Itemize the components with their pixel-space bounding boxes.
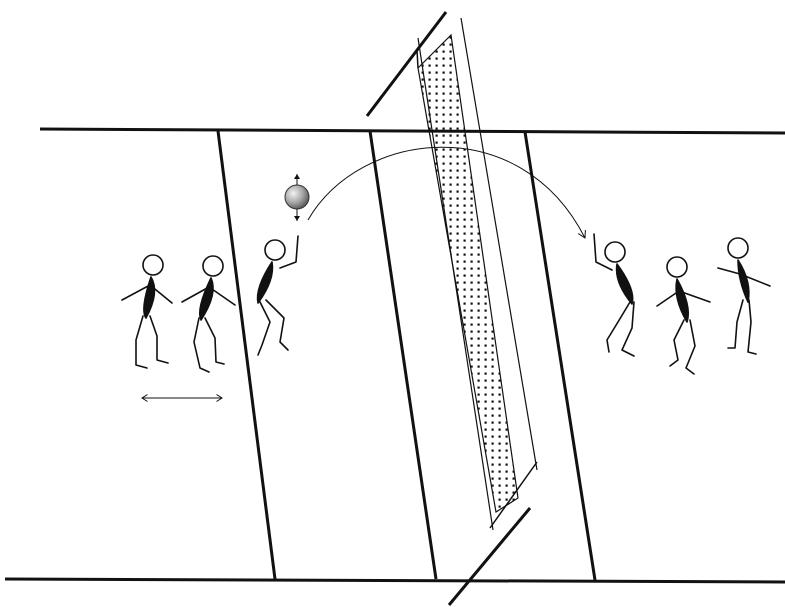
net-post-top	[417, 50, 418, 68]
player-head	[667, 257, 687, 277]
player-torso	[258, 262, 273, 303]
player-head	[143, 255, 163, 275]
court-lines	[218, 131, 595, 580]
court-sidelines	[5, 129, 785, 582]
volleyball	[285, 174, 309, 221]
player-head	[728, 238, 748, 258]
left-attack-line	[218, 131, 275, 579]
player-legs	[258, 300, 288, 355]
volleyball-net	[367, 12, 537, 605]
players	[122, 234, 770, 374]
player-head	[203, 256, 223, 276]
player-torso	[200, 278, 213, 320]
net-mesh	[418, 35, 518, 512]
player-torso	[676, 279, 688, 322]
player-legs	[194, 318, 224, 372]
right-player-3	[718, 238, 770, 354]
right-player-1	[594, 234, 634, 356]
right-attack-line	[525, 132, 595, 580]
right-player-2	[657, 257, 710, 374]
left-back-player-2	[182, 256, 235, 372]
net-bottom-post	[449, 508, 530, 605]
player-legs	[728, 300, 756, 354]
left-setter-player	[258, 236, 298, 355]
left-back-player-1	[122, 255, 172, 368]
left-center-line	[370, 131, 436, 579]
player-legs	[670, 320, 695, 374]
player-legs	[136, 316, 168, 368]
player-torso	[617, 264, 633, 304]
ball-icon	[285, 185, 309, 209]
player-torso	[144, 277, 155, 318]
player-torso	[738, 260, 749, 302]
player-head	[265, 240, 285, 260]
player-legs	[607, 302, 634, 356]
bottom-sideline	[5, 579, 785, 582]
top-sideline	[40, 129, 785, 133]
player-head	[605, 242, 625, 262]
